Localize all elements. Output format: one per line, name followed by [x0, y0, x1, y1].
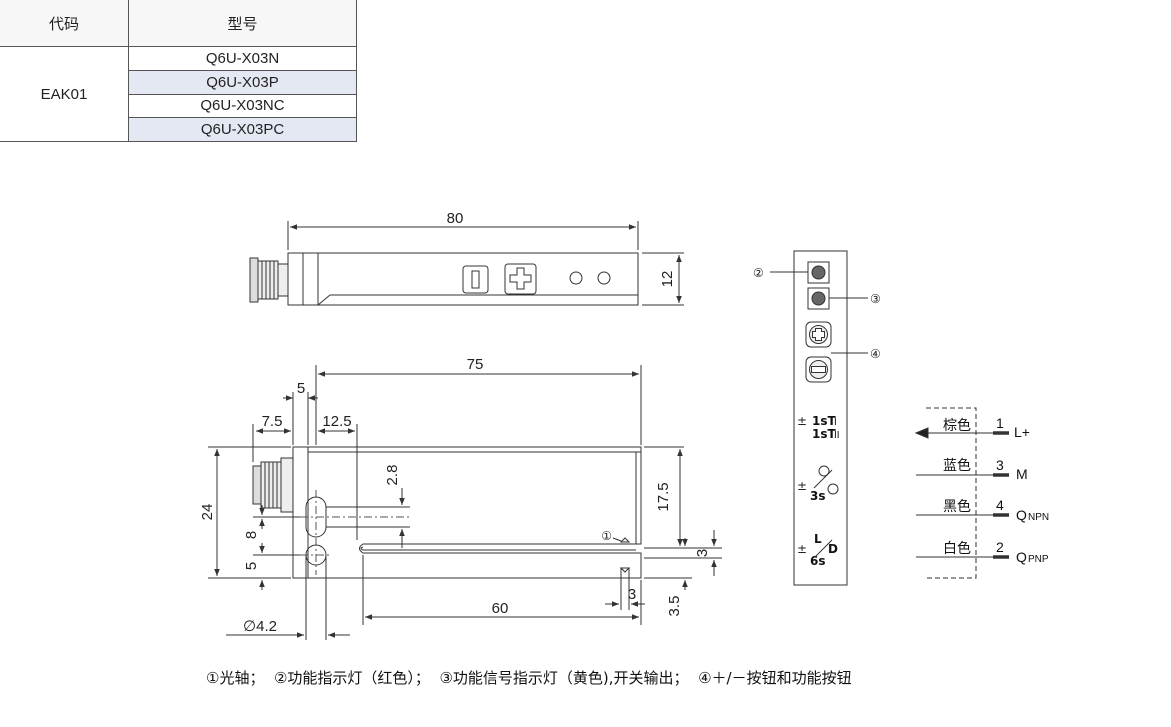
header-model: 型号 — [128, 0, 357, 47]
callout-3: ③ — [870, 292, 881, 306]
front-view — [208, 365, 722, 640]
legend-caption: ①光轴； ②功能指示灯（红色）； ③功能信号指示灯（黄色),开关输出； ④＋/－… — [206, 669, 852, 687]
model-cell: Q6U-X03N — [128, 46, 357, 71]
wire-row: 黑色 4 Q NPN — [943, 497, 1049, 523]
unlock-icon — [818, 465, 830, 477]
pin-number: 2 — [996, 539, 1004, 555]
plus-button-icon — [504, 263, 537, 295]
table-row: Q6U-X03PC — [0, 117, 357, 142]
pin-number: 1 — [996, 415, 1004, 431]
t2-sub: II — [834, 430, 840, 441]
wire-row: 白色 2 Q PNP — [943, 539, 1049, 565]
wire-row: 蓝色 3 M — [943, 457, 1028, 482]
callout-1: ① — [601, 529, 612, 543]
plusminus-sign: ± — [797, 542, 807, 556]
signal-sub: PNP — [1028, 554, 1049, 565]
side-panel-housing — [793, 250, 848, 586]
ld-right-label: D — [828, 542, 838, 556]
plusminus-sign: ± — [797, 414, 807, 428]
dim-17-5-label: 17.5 — [655, 482, 672, 511]
table-header-row: 代码 型号 — [0, 0, 357, 47]
led-icon — [597, 271, 611, 285]
t1-sub: I — [834, 417, 837, 428]
dim-12-label: 12 — [659, 271, 676, 288]
plus-button-icon — [805, 321, 832, 348]
side-panel — [770, 250, 868, 586]
wire-color: 蓝色 — [943, 457, 971, 474]
ld-top-label: L — [814, 532, 822, 546]
signal-label: Q — [1016, 507, 1027, 523]
t1-label: 1sT — [812, 414, 836, 428]
pin-number: 3 — [996, 457, 1004, 473]
connector-outline — [926, 407, 977, 579]
dim-60-label: 60 — [492, 600, 509, 617]
wire-row: 棕色 1 L+ — [943, 415, 1030, 440]
function-button-icon — [462, 265, 489, 294]
top-view — [249, 221, 684, 306]
pin-number: 4 — [996, 497, 1004, 513]
table-row: Q6U-X03NC — [0, 93, 357, 119]
dim-7-5-label: 7.5 — [262, 413, 283, 430]
dim-5-label: 5 — [297, 380, 305, 397]
dim-5b-label: 5 — [243, 562, 260, 570]
minus-button-icon — [805, 356, 832, 383]
dim-80-label: 80 — [447, 210, 464, 227]
signal-label: M — [1016, 466, 1028, 482]
connector-icon — [249, 257, 289, 303]
yellow-led-icon — [811, 291, 826, 306]
dim-24-label: 24 — [199, 504, 216, 521]
dim-3a-label: 3 — [694, 549, 711, 557]
led-icon — [569, 271, 583, 285]
plusminus-sign: ± — [797, 479, 807, 493]
dim-diameter-label: ∅4.2 — [243, 618, 277, 635]
arrow-left-icon — [914, 427, 929, 439]
signal-label: Q — [1016, 549, 1027, 565]
t2-label: 1sT — [812, 427, 836, 441]
red-led-icon — [811, 265, 826, 280]
callout-2: ② — [753, 266, 764, 280]
dim-3b-label: 3 — [628, 586, 636, 603]
model-cell: Q6U-X03PC — [128, 117, 357, 142]
lock-icon — [827, 483, 839, 495]
connector-icon — [252, 457, 294, 513]
dim-2-8-label: 2.8 — [384, 465, 401, 486]
signal-sub: NPN — [1028, 512, 1049, 523]
wire-color: 白色 — [943, 540, 971, 557]
front-housing — [292, 446, 642, 579]
model-cell: Q6U-X03P — [128, 69, 357, 95]
callout-4: ④ — [870, 347, 881, 361]
wire-color: 棕色 — [943, 417, 971, 434]
top-housing — [287, 252, 639, 306]
dim-3-5-label: 3.5 — [666, 596, 683, 617]
lock-time-label: 3s — [810, 489, 826, 503]
dim-12-5-label: 12.5 — [322, 413, 351, 430]
dim-75-label: 75 — [467, 356, 484, 373]
model-table: 代码 型号 EAK01 Q6U-X03N Q6U-X03P Q6U-X03NC … — [0, 0, 357, 142]
table-row: Q6U-X03P — [0, 69, 357, 95]
header-code: 代码 — [0, 0, 129, 47]
wiring-diagram — [914, 407, 1009, 579]
signal-label: L+ — [1014, 424, 1030, 440]
model-cell: Q6U-X03NC — [128, 93, 357, 119]
dim-8-label: 8 — [243, 531, 260, 539]
ld-time-label: 6s — [810, 554, 826, 568]
wire-color: 黑色 — [943, 498, 971, 515]
